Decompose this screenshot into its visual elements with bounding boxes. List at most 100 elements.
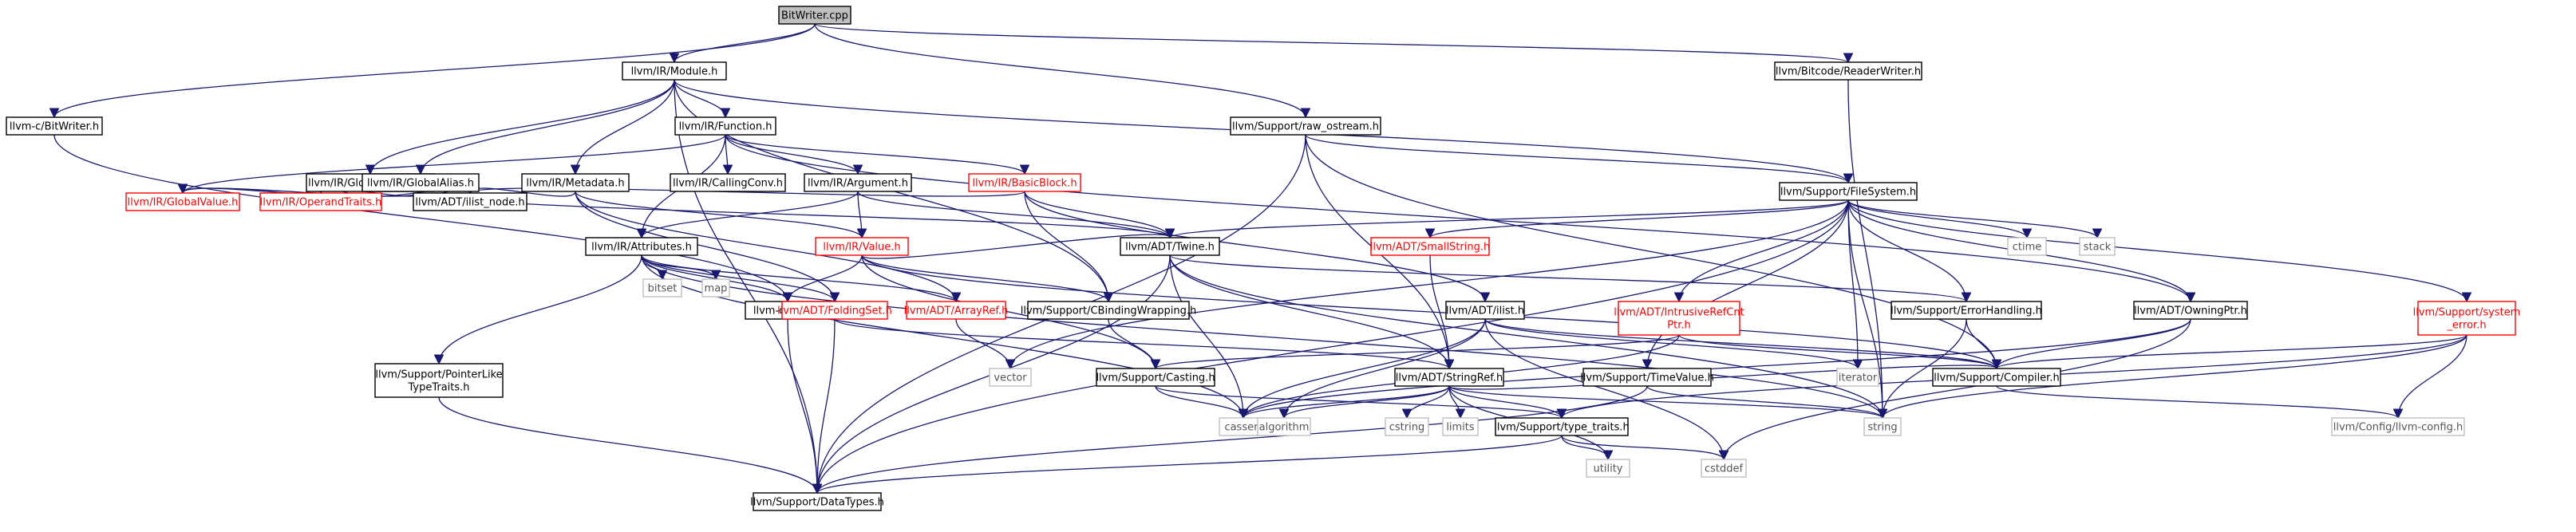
node-box bbox=[2133, 301, 2248, 320]
node-bitset[interactable]: bitset bbox=[642, 278, 682, 298]
node-ctime[interactable]: ctime bbox=[2007, 237, 2047, 256]
node-string[interactable]: string bbox=[1863, 417, 1902, 436]
node-metadata[interactable]: llvm/IR/Metadata.h bbox=[521, 173, 630, 192]
node-label: llvm/ADT/IntrusiveRefCnt bbox=[1614, 307, 1744, 319]
node-cstring[interactable]: cstring bbox=[1385, 417, 1429, 436]
edge-metadata-to-arrayref bbox=[575, 191, 956, 301]
node-llvm-config[interactable]: llvm/Config/llvm-config.h bbox=[2331, 417, 2465, 436]
node-errorhandling[interactable]: llvm/Support/ErrorHandling.h bbox=[1891, 301, 2042, 320]
node-compiler[interactable]: llvm/Support/Compiler.h bbox=[1932, 368, 2061, 387]
node-argument[interactable]: llvm/IR/Argument.h bbox=[804, 173, 912, 192]
edge-metadata-to-value bbox=[575, 191, 862, 238]
edge-ilist-to-compiler bbox=[1484, 318, 1997, 369]
node-box bbox=[1836, 368, 1879, 387]
node-box bbox=[670, 173, 786, 192]
node-label: llvm/IR/Module.h bbox=[631, 66, 718, 78]
node-box bbox=[815, 237, 909, 256]
edge-owningptr-to-cassert bbox=[1243, 318, 2191, 419]
edge-bitwriter-to-module bbox=[674, 23, 816, 63]
edge-ilist-to-cassert bbox=[1243, 318, 1486, 418]
node-callingconv[interactable]: llvm/IR/CallingConv.h bbox=[670, 173, 786, 192]
edge-bitwriter-to-raw-ostream bbox=[814, 23, 1306, 118]
node-label: llvm/Support/Compiler.h bbox=[1934, 372, 2059, 384]
node-label: llvm/ADT/ilist.h bbox=[1446, 305, 1524, 317]
edge-readerwriter-to-string bbox=[1847, 79, 1883, 418]
node-filesystem[interactable]: llvm/Support/FileSystem.h bbox=[1779, 182, 1918, 201]
node-label: TypeTraits.h bbox=[407, 382, 469, 394]
node-box bbox=[1394, 368, 1504, 387]
node-map[interactable]: map bbox=[701, 278, 730, 298]
node-utility[interactable]: utility bbox=[1586, 459, 1630, 478]
node-label: llvm/Support/PointerLike bbox=[375, 369, 502, 381]
node-label: llvm/Support/DataTypes.h bbox=[750, 497, 884, 509]
node-box bbox=[6, 116, 103, 136]
node-box bbox=[521, 173, 630, 192]
node-foldingset[interactable]: llvm/ADT/FoldingSet.h bbox=[777, 301, 892, 320]
edge-globalalias-to-globalvalue bbox=[183, 188, 421, 197]
node-bitwriter[interactable]: BitWriter.cpp bbox=[778, 6, 851, 25]
edge-timevalue-to-string bbox=[1646, 385, 1883, 419]
node-box bbox=[778, 6, 851, 25]
node-readerwriter[interactable]: llvm/Bitcode/ReaderWriter.h bbox=[1774, 61, 1922, 81]
node-type-traits[interactable]: llvm/Support/type_traits.h bbox=[1494, 417, 1630, 436]
node-datatypes[interactable]: llvm/Support/DataTypes.h bbox=[750, 492, 884, 511]
node-value[interactable]: llvm/IR/Value.h bbox=[815, 237, 909, 256]
node-stringref[interactable]: llvm/ADT/StringRef.h bbox=[1394, 368, 1504, 387]
node-label: llvm/IR/GlobalAlias.h bbox=[367, 178, 474, 190]
node-ilist[interactable]: llvm/ADT/ilist.h bbox=[1445, 301, 1525, 320]
node-basicblock[interactable]: llvm/IR/BasicBlock.h bbox=[968, 173, 1081, 192]
node-label: llvm/IR/CallingConv.h bbox=[673, 178, 783, 190]
node-llvmc-bitwriter[interactable]: llvm-c/BitWriter.h bbox=[6, 116, 103, 136]
node-label: llvm/IR/BasicBlock.h bbox=[972, 178, 1077, 190]
node-globalvalue[interactable]: llvm/IR/GlobalValue.h bbox=[125, 192, 240, 211]
node-owningptr[interactable]: llvm/ADT/OwningPtr.h bbox=[2133, 301, 2248, 320]
node-algorithm[interactable]: algorithm bbox=[1257, 417, 1311, 436]
edge-filesystem-to-intrusiverefcnt bbox=[1679, 199, 1849, 301]
edge-value-to-core bbox=[788, 254, 863, 302]
node-cbindingwrapping[interactable]: llvm/Support/CBindingWrapping.h bbox=[1021, 301, 1197, 320]
node-box bbox=[622, 61, 727, 81]
node-iterator[interactable]: iterator bbox=[1836, 368, 1879, 387]
edge-owningptr-to-compiler bbox=[1997, 318, 2191, 369]
node-box bbox=[642, 278, 682, 298]
node-box bbox=[2007, 237, 2047, 256]
node-box bbox=[125, 192, 240, 211]
node-timevalue[interactable]: llvm/Support/TimeValue.h bbox=[1580, 368, 1714, 387]
node-system-error[interactable]: llvm/Support/system_error.h bbox=[2413, 301, 2521, 336]
node-cassert[interactable]: cassert bbox=[1219, 417, 1268, 436]
node-twine[interactable]: llvm/ADT/Twine.h bbox=[1120, 237, 1220, 256]
node-ilist-node[interactable]: llvm/ADT/ilist_node.h bbox=[413, 192, 527, 211]
node-label: llvm/IR/GlobalValue.h bbox=[128, 197, 239, 209]
node-operandtraits[interactable]: llvm/IR/OperandTraits.h bbox=[259, 192, 382, 211]
edge-core-to-datatypes bbox=[787, 318, 817, 493]
edge-basicblock-to-cbindingwrapping bbox=[1024, 191, 1108, 301]
edge-module-to-function bbox=[674, 79, 725, 118]
edge-compiler-to-llvm-config bbox=[1996, 385, 2398, 419]
node-casting[interactable]: llvm/Support/Casting.h bbox=[1096, 368, 1215, 387]
node-smallstring[interactable]: llvm/ADT/SmallString.h bbox=[1370, 237, 1490, 256]
node-label: bitset bbox=[648, 283, 678, 295]
node-vector[interactable]: vector bbox=[989, 368, 1032, 387]
node-globalalias[interactable]: llvm/IR/GlobalAlias.h bbox=[362, 173, 480, 192]
node-box bbox=[2417, 301, 2516, 336]
node-box bbox=[804, 173, 912, 192]
edge-attributes-to-pointerliketypetraits bbox=[439, 254, 642, 364]
edge-filesystem-to-vector bbox=[1010, 199, 1849, 368]
edge-pointerliketypetraits-to-datatypes bbox=[438, 396, 817, 494]
node-box bbox=[1863, 417, 1902, 436]
node-limits[interactable]: limits bbox=[1442, 417, 1479, 436]
node-attributes[interactable]: llvm/IR/Attributes.h bbox=[585, 237, 698, 256]
node-stack[interactable]: stack bbox=[2079, 237, 2116, 256]
node-label: llvm/IR/Argument.h bbox=[808, 178, 908, 190]
node-module[interactable]: llvm/IR/Module.h bbox=[622, 61, 727, 81]
edge-value-to-cbindingwrapping bbox=[861, 254, 1108, 302]
node-raw-ostream[interactable]: llvm/Support/raw_ostream.h bbox=[1230, 116, 1381, 136]
node-label: llvm/Support/TimeValue.h bbox=[1580, 372, 1714, 384]
node-label: _error.h bbox=[2446, 320, 2486, 332]
node-function[interactable]: llvm/IR/Function.h bbox=[674, 116, 776, 136]
node-cstddef[interactable]: cstddef bbox=[1701, 459, 1747, 478]
node-arrayref[interactable]: llvm/ADT/ArrayRef.h bbox=[904, 301, 1009, 320]
edge-system-error-to-compiler bbox=[1997, 334, 2467, 369]
